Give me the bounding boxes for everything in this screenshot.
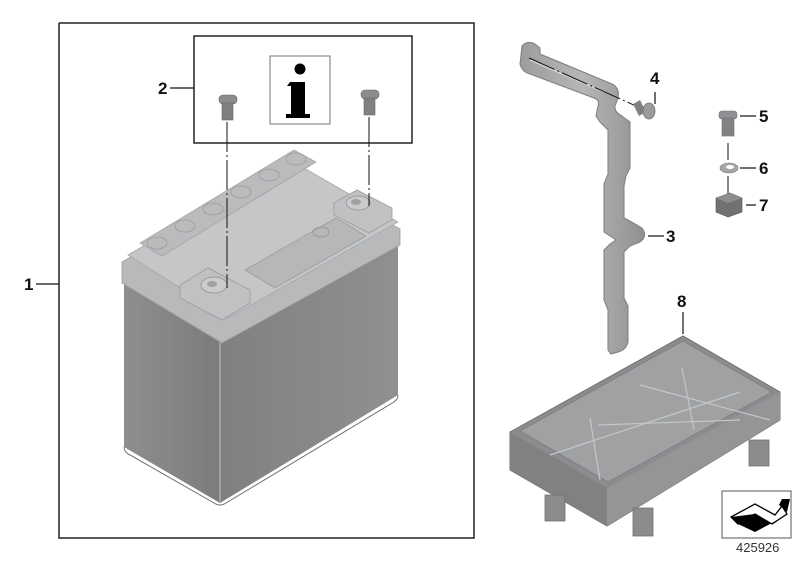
info-icon xyxy=(269,55,331,125)
screw-4-illustration xyxy=(528,57,656,120)
navigation-arrow-icon[interactable] xyxy=(721,490,792,539)
bolt-5-illustration xyxy=(718,110,738,160)
nut-7-illustration xyxy=(715,192,743,218)
battery-illustration xyxy=(121,149,401,506)
battery-tray-illustration xyxy=(509,335,781,537)
callout-5[interactable]: 5 xyxy=(759,107,769,126)
battery-strap-illustration xyxy=(519,41,646,355)
callout-3[interactable]: 3 xyxy=(666,227,676,246)
callout-1[interactable]: 1 xyxy=(24,275,34,294)
callout-7[interactable]: 7 xyxy=(759,196,769,215)
callout-2[interactable]: 2 xyxy=(158,79,168,98)
callout-4[interactable]: 4 xyxy=(650,69,660,88)
screw-set-frame xyxy=(170,35,413,144)
battery-group-frame xyxy=(36,22,475,539)
terminal-screw-left-icon xyxy=(218,94,238,121)
diagram-number: 425926 xyxy=(736,540,780,555)
callout-leaders xyxy=(648,115,756,334)
assembly-lines xyxy=(226,117,370,288)
terminal-screw-right-icon xyxy=(360,89,380,116)
washer-6-illustration xyxy=(719,162,739,196)
callout-8[interactable]: 8 xyxy=(677,292,687,311)
callout-6[interactable]: 6 xyxy=(759,159,769,178)
